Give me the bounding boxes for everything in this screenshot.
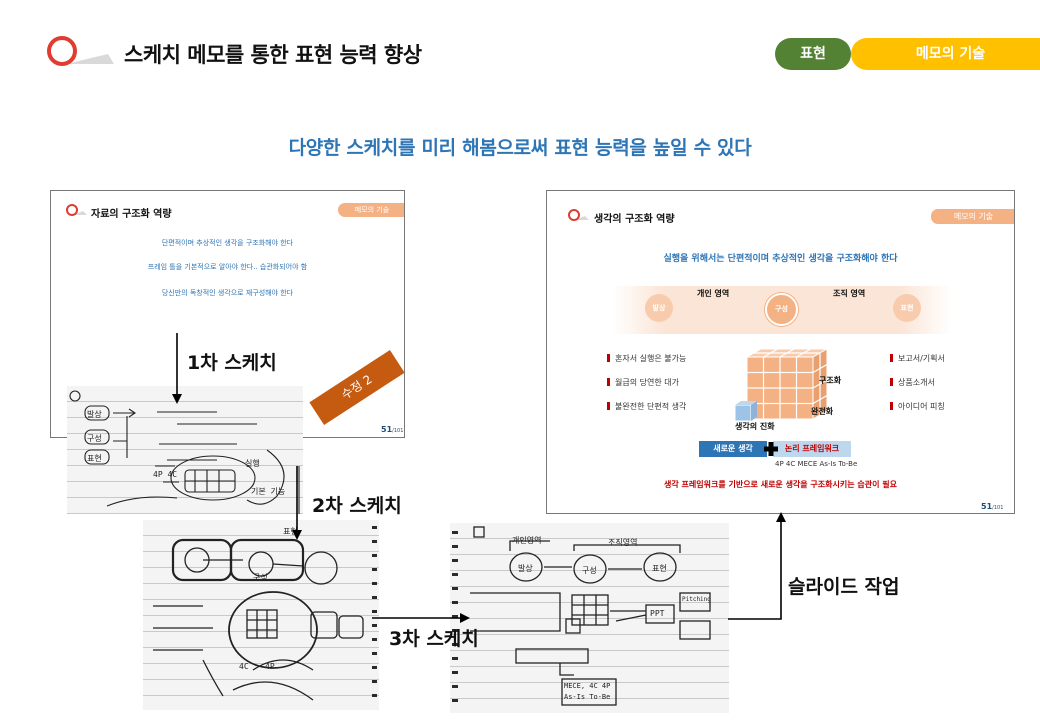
header-tags: 표현 메모의 기술 [775, 38, 1040, 70]
left-slide-tag: 메모의 기술 [338, 203, 404, 217]
sketch-2-word-2: 구성 [253, 573, 268, 582]
sketch-3-drawing [452, 526, 711, 706]
step-label-first-sketch: 1차 스케치 [187, 352, 277, 374]
left-slide-line-3: 당신만의 독창적인 생각으로 재구성해야 한다 [161, 289, 294, 297]
right-list-item-2: 상품소개서 [890, 377, 935, 388]
sketch-3-word-6: PPT [650, 609, 665, 618]
sketch-3-word-3: 발상 [518, 564, 533, 573]
right-list-item-1: 보고서/기획서 [890, 353, 945, 364]
sketch-2-paper: 표현 구성 4C 4P [143, 520, 379, 710]
structure-cube-graphic [734, 349, 829, 422]
sketch-1-word-1: 발상 [87, 410, 102, 419]
framework-list: 4P 4C MECE As-Is To-Be [775, 460, 858, 468]
left-slide-line-2: 프레임 틀을 기본적으로 알아야 한다.. 습관화되어야 함 [147, 263, 308, 271]
right-slide-thumbnail: 생각의 구조화 역량 메모의 기술 실행을 위해서는 단편적이며 추상적인 생각… [546, 190, 1015, 514]
tag-memo-skill: 메모의 기술 [851, 38, 1040, 70]
sketch-2-word-3: 4C [239, 662, 249, 671]
sketch-3-word-8: MECE, 4C 4P [564, 682, 611, 690]
left-list-item-3: 불완전한 단편적 생각 [607, 401, 686, 412]
left-slide-page-number: 51/101 [381, 425, 404, 434]
right-slide-page-number: 51/101 [981, 502, 1004, 511]
location-pin-icon [47, 36, 116, 66]
right-slide-conclusion: 생각 프레임워크를 기반으로 새로운 생각을 구조화시키는 습관이 필요 [664, 480, 897, 489]
band-organization-area: 조직 영역 [833, 289, 866, 298]
cube-label-complete: 완전화 [811, 407, 834, 416]
sketch-3-word-9: As-Is To-Be [564, 693, 611, 701]
step-label-slide-work: 슬라이드 작업 [788, 576, 900, 598]
location-pin-icon [568, 209, 589, 221]
sketch-3-word-7: Pitching [682, 596, 711, 603]
band-personal-area: 개인 영역 [697, 289, 730, 298]
sketch-3-word-2: 조직영역 [608, 538, 638, 547]
sketch-3-word-1: 개인영역 [512, 536, 542, 545]
sketch-1-word-5: 실행 [245, 459, 260, 468]
left-slide-title: 자료의 구조화 역량 [91, 209, 172, 220]
sketch-1-word-2: 구성 [87, 434, 102, 443]
sketch-2-word-4: 4P [265, 662, 275, 671]
sketch-1-paper: 발상 구성 표현 4P 4C 실행 기본 기능 [67, 386, 303, 514]
cube-label-evolution: 생각의 진화 [735, 422, 775, 431]
sketch-2-drawing [153, 526, 377, 701]
circle-ideation: 발상 [645, 294, 673, 322]
sketch-1-word-4: 4P 4C [153, 470, 178, 479]
headline: 다양한 스케치를 미리 해봄으로써 표현 능력을 높일 수 있다 [288, 137, 752, 159]
sketch-2-word-1: 표현 [283, 527, 298, 536]
right-slide-statement: 실행을 위해서는 단편적이며 추상적인 생각을 구조화해야 한다 [663, 254, 898, 264]
left-slide-line-1: 단편적이며 추상적인 생각을 구조화해야 한다 [161, 239, 294, 247]
tag-expression: 표현 [775, 38, 851, 70]
left-list-item-1: 혼자서 실행은 불가능 [607, 353, 686, 364]
left-list-item-2: 월급의 당연한 대가 [607, 377, 679, 388]
cube-label-structure: 구조화 [819, 376, 842, 385]
plus-icon [764, 442, 778, 456]
new-thought-box: 새로운 생각 [699, 441, 767, 457]
right-list-item-3: 아이디어 피칭 [890, 401, 945, 412]
sketch-1-word-3: 표현 [87, 454, 102, 463]
step-label-second-sketch: 2차 스케치 [312, 495, 402, 517]
sketch-3-word-4: 구성 [582, 566, 597, 575]
sketch-3-word-5: 표현 [652, 564, 667, 573]
step-label-third-sketch: 3차 스케치 [389, 628, 479, 650]
sketch-3-paper: 개인영역 조직영역 발상 구성 표현 PPT Pitching MECE, 4C… [450, 523, 729, 713]
page-title: 스케치 메모를 통한 표현 능력 향상 [124, 43, 422, 67]
right-slide-title: 생각의 구조화 역량 [594, 214, 675, 225]
circle-expression: 표현 [893, 294, 921, 322]
circle-composition: 구성 [765, 293, 798, 326]
right-slide-tag: 메모의 기술 [931, 209, 1014, 224]
sketch-1-word-6: 기본 기능 [251, 487, 286, 496]
sketch-1-drawing [69, 390, 300, 514]
location-pin-icon [66, 204, 87, 216]
logic-framework-box: 논리 프레임워크 [773, 441, 851, 457]
